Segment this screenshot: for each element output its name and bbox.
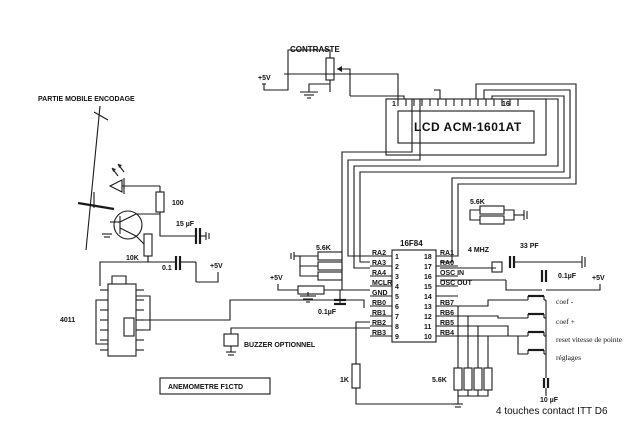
anemometre-label: ANEMOMETRE F1CTD	[168, 384, 243, 391]
ic-4011: 4011	[60, 275, 365, 357]
pic-pin-name: GND	[372, 290, 388, 297]
c01-mid-label: 0.1µF	[318, 309, 337, 316]
pic-pin-name: RB4	[440, 330, 454, 337]
key-labels: coef - coef + reset vitesse de pointe ré…	[556, 297, 623, 362]
pic-16f84: 16F84 RA21RA32RA43MCLR4GND5RB06RB17RB28R…	[370, 239, 473, 343]
pic-pin-number: 1	[395, 254, 399, 261]
partie-mobile-label: PARTIE MOBILE ENCODAGE	[38, 96, 135, 103]
c01-right-label: 0.1µF	[558, 273, 577, 280]
plus5v-top-label: +5V	[258, 75, 271, 82]
pic-pin-name: RB5	[440, 320, 454, 327]
pic-pin-number: 17	[424, 264, 432, 271]
encoder-assembly: PARTIE MOBILE ENCODAGE 100 15 µF 10K	[38, 96, 223, 286]
pic-pin-number: 6	[395, 304, 399, 311]
pic-pin-number: 7	[395, 314, 399, 321]
c33-label: 33 PF	[520, 243, 539, 250]
pic-pin-name: RA4	[372, 270, 386, 277]
pic-pin-number: 12	[424, 314, 432, 321]
key-wire	[458, 299, 528, 307]
pic-pin-name: RA3	[372, 260, 386, 267]
pic-pin-number: 16	[424, 274, 432, 281]
pic-pin-name: RB3	[372, 330, 386, 337]
lcd-pin1-label: 1	[392, 101, 396, 108]
pic-pin-number: 3	[395, 274, 399, 281]
pic-right-network: 5.6K 4 MHZ 33 PF 0.1µF +5V 5.6K	[432, 199, 605, 408]
pic-pin-name: OSC IN	[440, 270, 464, 277]
pic-pin-name: RB0	[372, 300, 386, 307]
reglages-label: réglages	[556, 353, 581, 362]
c10-label: 10 µF	[540, 397, 559, 404]
lcd-data-bus	[341, 83, 577, 291]
r10k-label: 10K	[126, 255, 139, 262]
key-wire	[458, 315, 528, 319]
r100-label: 100	[172, 200, 184, 207]
touches-label: 4 touches contact ITT D6	[496, 406, 608, 417]
coef-minus-label: coef -	[556, 297, 574, 306]
pic-pin-number: 14	[424, 294, 432, 301]
pic-pin-number: 4	[395, 284, 399, 291]
ic4011-label: 4011	[60, 317, 75, 324]
pic-pin-number: 15	[424, 284, 432, 291]
pic-pin-name: RB7	[440, 300, 454, 307]
pic-pin-number: 10	[424, 334, 432, 341]
r1k-label: 1K	[340, 377, 349, 384]
c15-label: 15 µF	[176, 221, 195, 228]
buzzer-label: BUZZER OPTIONNEL	[244, 342, 316, 349]
plus5v-right-label: +5V	[592, 275, 605, 282]
pic-pin-name: RA0	[440, 260, 454, 267]
c01a-label: 0.1	[162, 265, 172, 272]
pic-pin-name: MCLR	[372, 280, 392, 287]
pic-pin-name: RA2	[372, 250, 386, 257]
plus5v-mclr-label: +5V	[270, 275, 283, 282]
pic-pin-number: 11	[424, 324, 432, 331]
pic-pin-name: RA1	[440, 250, 454, 257]
lcd-label: LCD ACM-1601AT	[414, 120, 522, 134]
r56k-left-label: 5.6K	[316, 245, 331, 252]
plus5v-enc-label: +5V	[210, 263, 223, 270]
coef-plus-label: coef +	[556, 317, 575, 326]
contrast-potentiometer: CONTRASTE +5V	[258, 45, 351, 99]
r56k-top-label: 5.6K	[470, 199, 485, 206]
pic-pin-number: 9	[395, 334, 399, 341]
pic-pin-number: 8	[395, 324, 399, 331]
pic-pin-number: 13	[424, 304, 432, 311]
pic-pin-number: 2	[395, 264, 399, 271]
lcd-pin16-label: 16	[502, 101, 510, 108]
pic-left-network: 5.6K +5V 0.1µF 1K BUZZER OPTIONNEL	[223, 245, 462, 405]
xtal-label: 4 MHZ	[468, 247, 490, 254]
r56k-bottom-label: 5.6K	[432, 377, 447, 384]
lcd-module: LCD ACM-1601AT 1 16	[284, 73, 547, 156]
reset-label: reset vitesse de pointe	[556, 335, 623, 344]
pic-pin-name: RB2	[372, 320, 386, 327]
title-box: ANEMOMETRE F1CTD	[159, 377, 271, 395]
pic-pin-name: OSC OUT	[440, 280, 473, 287]
pic-pin-name: RB1	[372, 310, 386, 317]
pic-pin-number: 5	[395, 294, 399, 301]
pic-pin-number: 18	[424, 254, 432, 261]
pic-pin-name: RB6	[440, 310, 454, 317]
pic-label: 16F84	[400, 239, 423, 248]
